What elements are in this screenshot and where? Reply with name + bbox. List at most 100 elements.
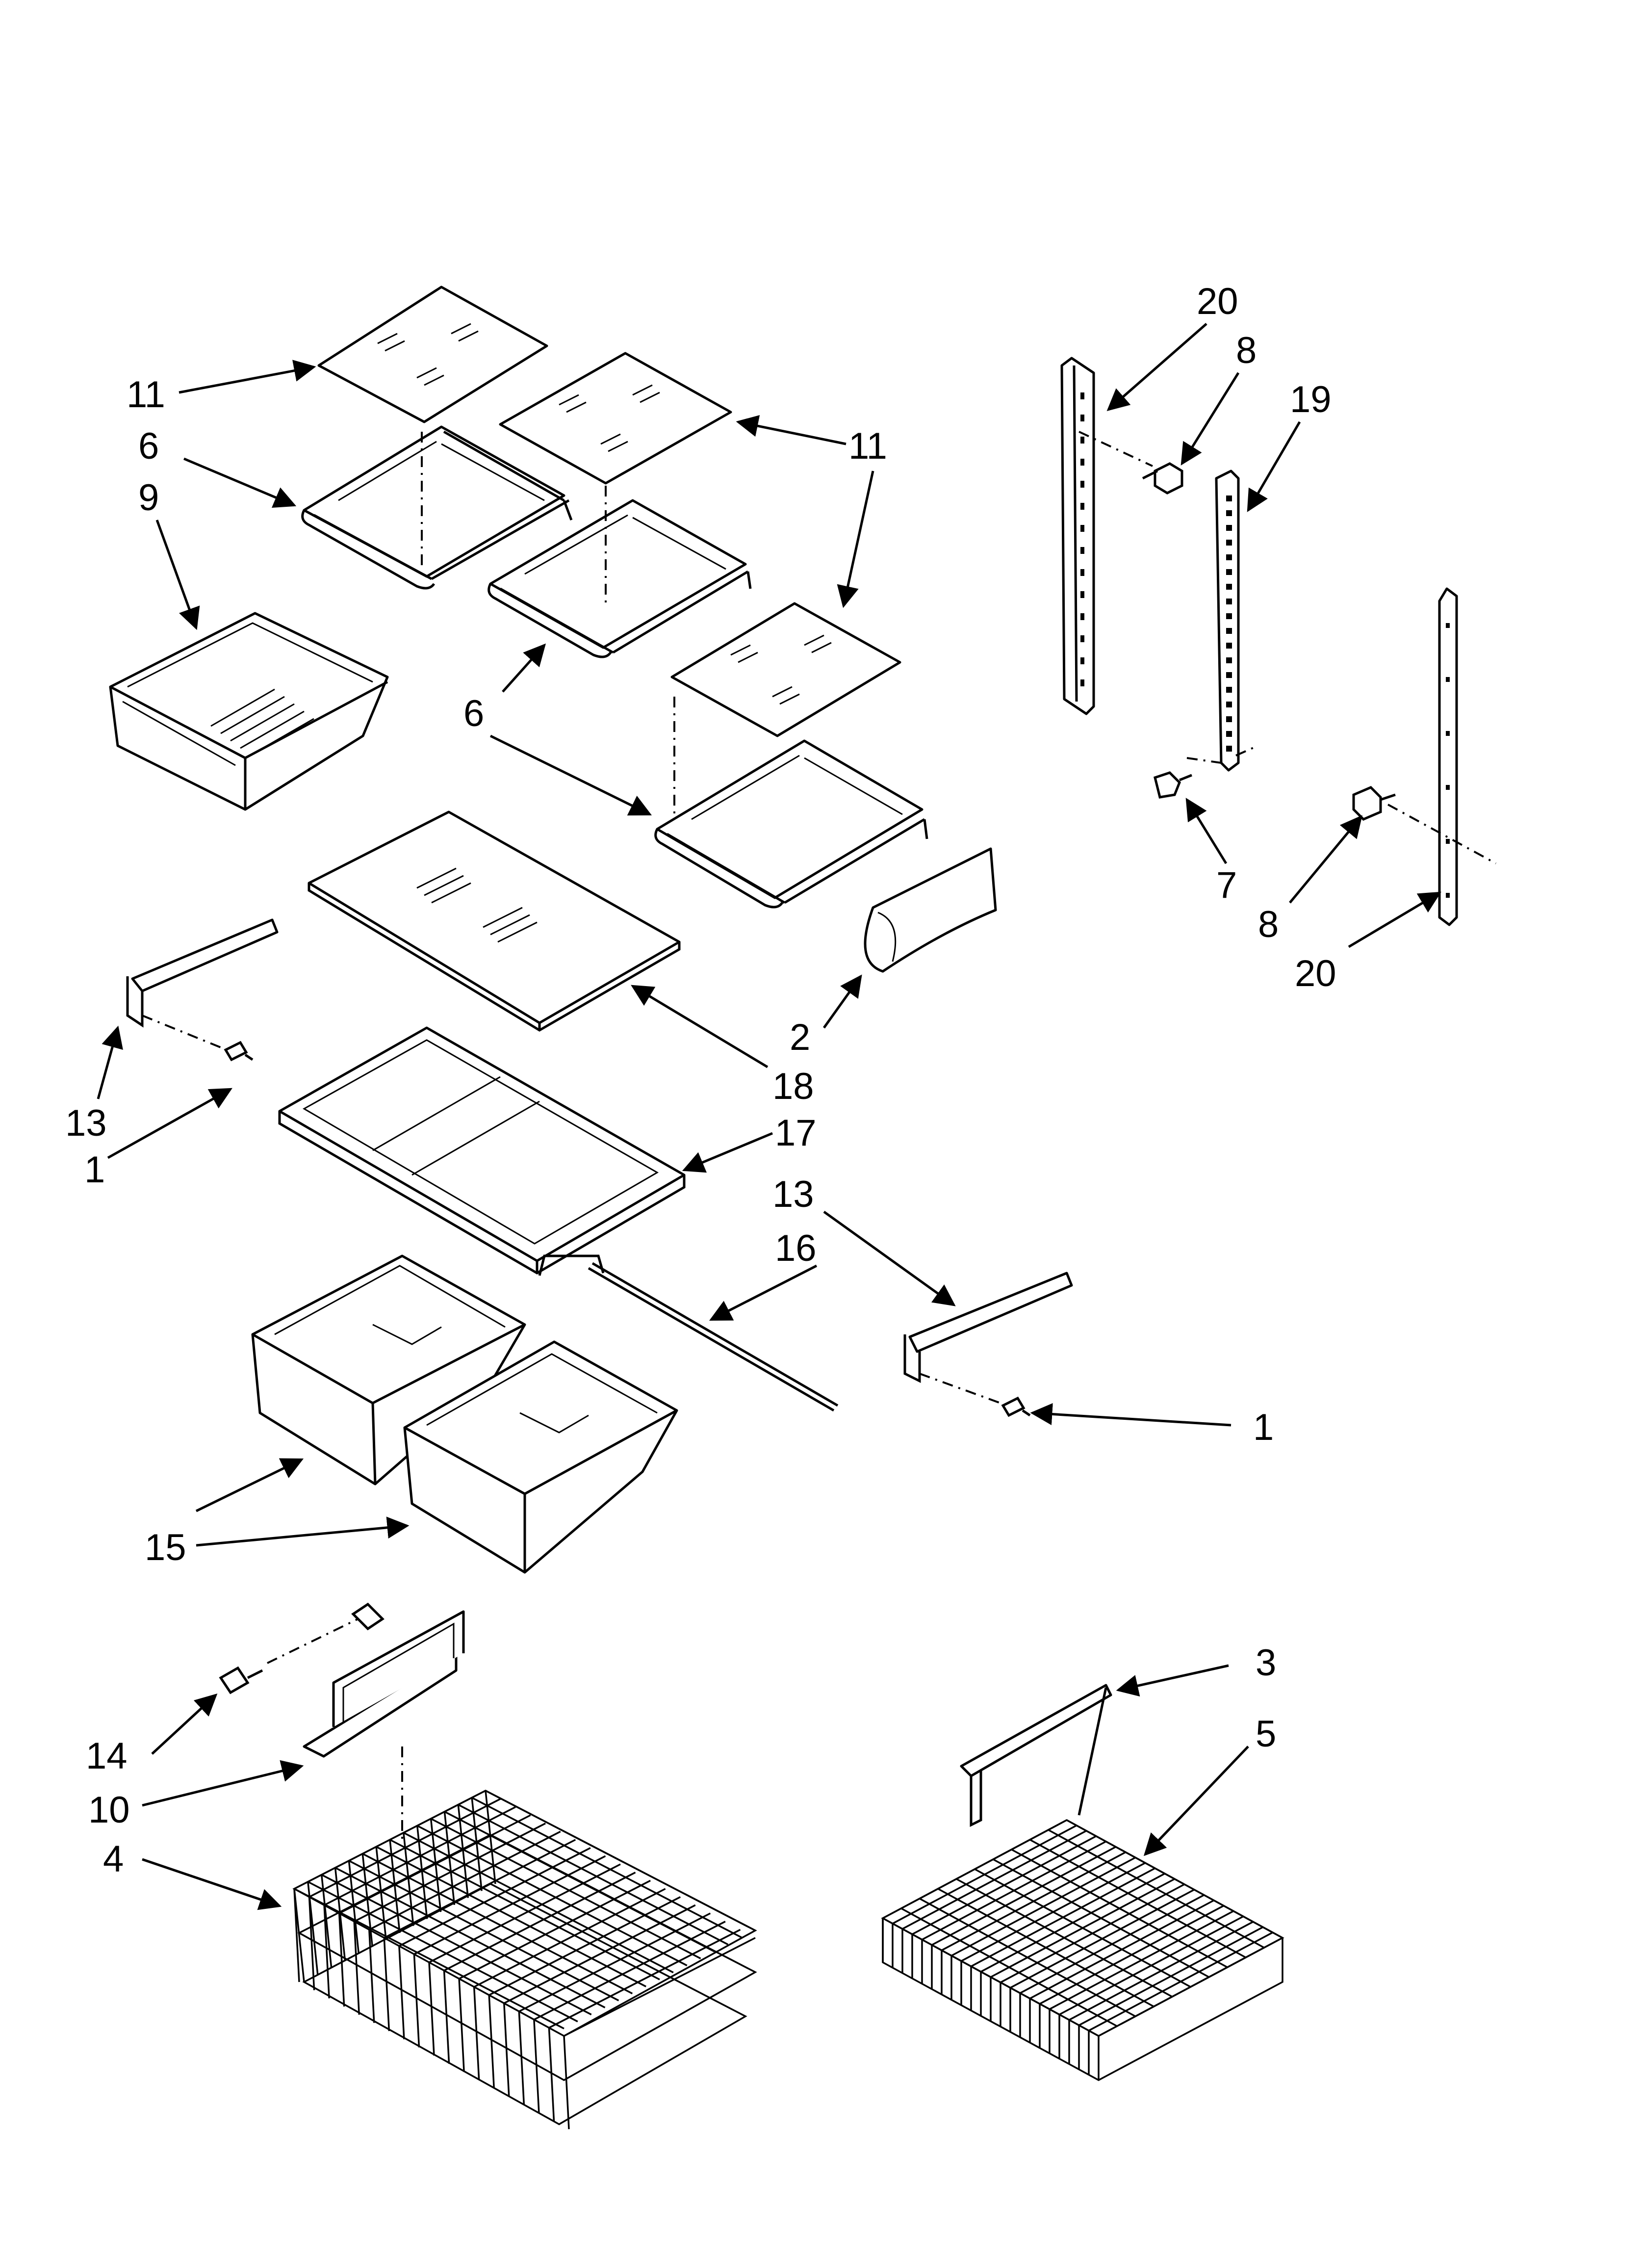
rail-slot xyxy=(1226,540,1232,546)
ladder-rail-20-top xyxy=(1060,357,1153,715)
callout-20: 20 xyxy=(1295,953,1336,994)
cover-rod-16 xyxy=(588,1262,839,1412)
shelf-frame-6-right xyxy=(654,697,928,909)
glass-shelf-insert-11-middle xyxy=(499,352,732,485)
wire xyxy=(533,2019,540,2113)
callout-11: 11 xyxy=(127,374,165,416)
wire xyxy=(308,1798,501,1898)
rail-slot xyxy=(1226,702,1232,707)
wire xyxy=(937,1888,1155,2007)
screw-8-bottom xyxy=(1352,786,1396,821)
rail-hole xyxy=(1446,731,1450,736)
basket-divider-10 xyxy=(219,1602,465,1840)
deli-drawer-9 xyxy=(109,612,389,811)
wire xyxy=(956,1878,1173,1998)
callout-17: 17 xyxy=(775,1112,817,1154)
wire xyxy=(563,2035,570,2130)
wire xyxy=(443,1872,636,1972)
callout-20: 20 xyxy=(1197,281,1238,322)
shelf-bracket-13-right xyxy=(903,1272,1073,1417)
callout-13: 13 xyxy=(65,1102,107,1144)
rail-hole xyxy=(1446,785,1450,790)
wire xyxy=(1011,1849,1228,1968)
wire xyxy=(488,1995,495,2088)
rail-slot xyxy=(1226,731,1232,737)
rail-hole xyxy=(1080,503,1084,510)
rail-hole xyxy=(1080,635,1084,642)
wire xyxy=(564,1937,756,2037)
wire xyxy=(503,1904,696,2004)
rail-slot xyxy=(1226,687,1232,693)
rail-hole xyxy=(1080,547,1084,554)
rail-slot xyxy=(1226,628,1232,634)
glass-shelf-18 xyxy=(308,810,681,1032)
wire xyxy=(458,1804,729,1946)
callout-8: 8 xyxy=(1258,904,1279,945)
rail-hole xyxy=(1080,437,1084,443)
callout-labels: 11 6 9 11 6 13 1 2 18 17 13 16 1 15 14 1… xyxy=(65,281,1336,1880)
callout-7: 7 xyxy=(1216,864,1237,906)
rail-slot xyxy=(1226,613,1232,619)
wire xyxy=(443,1970,450,2064)
wire xyxy=(900,1907,1118,2027)
callout-9: 9 xyxy=(138,477,159,519)
wire xyxy=(488,1896,681,1996)
shelf-trim-cover-2 xyxy=(864,847,997,973)
rail-hole xyxy=(1080,569,1084,576)
rail-slot xyxy=(1226,746,1232,752)
wire xyxy=(428,1962,435,2056)
wire xyxy=(368,1929,375,2023)
wire xyxy=(384,1839,576,1939)
callout-3: 3 xyxy=(1256,1642,1276,1684)
callout-19: 19 xyxy=(1290,379,1332,420)
shelf-frame-6-top xyxy=(301,425,573,590)
rail-slot xyxy=(1226,495,1232,501)
wire xyxy=(323,1905,330,1999)
rail-slot xyxy=(1226,510,1232,516)
basket-divider-3 xyxy=(960,1684,1112,1827)
rail-hole xyxy=(1446,839,1450,844)
glass-shelf-insert-11-right xyxy=(670,602,901,737)
callout-6: 6 xyxy=(463,693,484,734)
wire-basket-5 xyxy=(881,1819,1284,2081)
rail-slot xyxy=(1226,584,1232,590)
callout-4: 4 xyxy=(103,1838,124,1880)
wire xyxy=(383,1937,390,2032)
rail-hole xyxy=(1446,893,1450,898)
crisper-cover-frame-17 xyxy=(278,1026,686,1276)
callout-10: 10 xyxy=(88,1789,130,1831)
rail-hole xyxy=(1080,613,1084,620)
wire xyxy=(324,1806,516,1906)
screw-8-top xyxy=(1142,462,1183,495)
wire xyxy=(974,1868,1191,1988)
wire xyxy=(338,1814,531,1914)
glass-shelf-insert-11-top xyxy=(317,286,548,423)
rail-hole xyxy=(1080,459,1084,466)
ladder-rail-19 xyxy=(1186,469,1258,772)
wire xyxy=(1066,1819,1283,1939)
callout-14: 14 xyxy=(86,1735,128,1777)
rail-hole xyxy=(1080,679,1084,686)
callout-1: 1 xyxy=(84,1149,105,1191)
wire xyxy=(294,1790,486,1890)
crisper-drawer-15-right xyxy=(403,1340,678,1574)
callout-11: 11 xyxy=(848,425,887,467)
rail-hole xyxy=(1080,591,1084,598)
callout-15: 15 xyxy=(145,1527,186,1568)
rail-hole xyxy=(1446,677,1450,682)
rail-slot xyxy=(1226,716,1232,722)
wire xyxy=(293,1888,300,1982)
wire xyxy=(413,1855,606,1955)
callout-1: 1 xyxy=(1253,1407,1274,1448)
wire xyxy=(485,1790,756,1931)
wire xyxy=(354,1823,546,1923)
callout-8: 8 xyxy=(1236,330,1257,371)
wire xyxy=(518,1912,711,2012)
rail-slot xyxy=(1226,525,1232,531)
wire xyxy=(993,1858,1209,1978)
ladder-rail-20-bottom xyxy=(1387,587,1496,926)
rail-hole xyxy=(1080,392,1084,399)
shelf-bracket-13-left xyxy=(126,918,279,1062)
leader-lines xyxy=(97,323,1441,1910)
